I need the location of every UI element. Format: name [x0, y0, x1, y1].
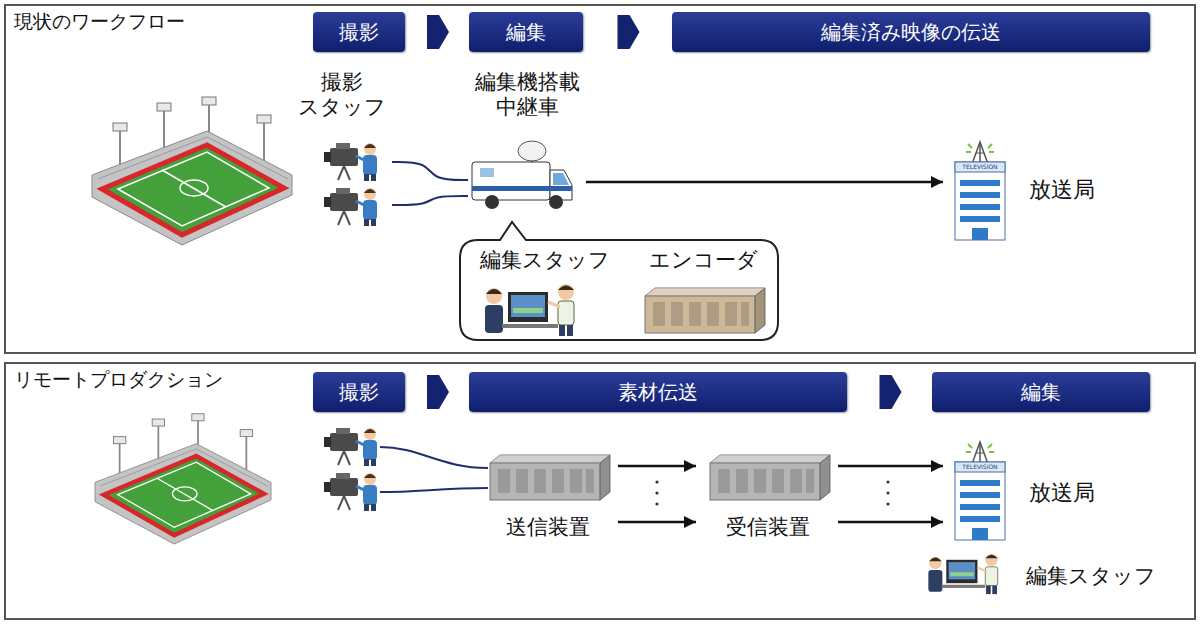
station-sign: TELEVISION	[955, 462, 1005, 472]
node-text: 送信装置	[506, 513, 590, 541]
receiver-icon	[710, 455, 830, 500]
video-cable	[380, 488, 488, 492]
sender-device: 送信装置	[478, 450, 618, 545]
camera-operator	[324, 143, 377, 181]
step-header: 撮影	[313, 12, 405, 52]
sender-icon	[490, 455, 610, 500]
ob-van	[472, 141, 572, 209]
step-header: 編集済み映像の伝送	[672, 12, 1150, 52]
encoder-icon	[645, 288, 765, 333]
transfer-arrow	[838, 521, 943, 524]
node-text: 編集済み映像の伝送	[821, 19, 1001, 46]
camera-cable	[392, 196, 468, 205]
node-text: 撮影	[339, 19, 379, 46]
node-text: 編集スタッフ	[480, 248, 610, 273]
receiver-device: 受信装置	[698, 450, 838, 545]
tv-station	[955, 442, 1005, 540]
node-text: エンコーダ	[649, 248, 758, 273]
camera-crew: 撮影 スタッフ	[292, 68, 392, 228]
node-text: リモートプロダクション	[14, 367, 223, 391]
editing-staff-icon	[485, 284, 574, 336]
workflow-panel: 現状のワークフロー 撮影 編集 編集済み映像の伝送撮影 スタッフ 編集機搭載 中継車編集…	[4, 4, 1196, 354]
step-header: 編集	[469, 12, 583, 52]
node-text: 現状のワークフロー	[14, 9, 185, 33]
node-text: 編集機搭載 中継車	[472, 70, 582, 120]
node-text: 編集	[506, 19, 546, 46]
workflow-panel: リモートプロダクション撮影 素材伝送 編集送信装置 受信装置 放送局	[4, 362, 1196, 620]
camera-operator	[324, 473, 377, 511]
camera-cable	[392, 162, 468, 180]
step-header: 編集	[932, 372, 1150, 412]
callout-bubble	[460, 222, 778, 340]
step-arrow	[618, 15, 640, 49]
node-text: 放送局	[1029, 478, 1095, 508]
editing-staff-icon	[928, 554, 997, 595]
step-arrow	[427, 375, 449, 409]
stadium-illustration	[92, 97, 292, 245]
transfer-arrow	[618, 465, 696, 468]
stadium-illustration	[95, 414, 271, 544]
node-text: 編集	[1021, 379, 1061, 406]
transfer-arrow	[838, 465, 943, 468]
broadcast-station: 放送局	[945, 140, 1110, 240]
video-cable	[380, 447, 488, 468]
step-header: 素材伝送	[469, 372, 847, 412]
camera-operator	[324, 428, 377, 466]
broadcast-station: 放送局	[945, 435, 1110, 550]
node-text: 受信装置	[726, 513, 810, 541]
station-sign: TELEVISION	[955, 162, 1005, 172]
continuation-dots	[655, 480, 889, 505]
step-arrow	[427, 15, 449, 49]
node-text: 撮影 スタッフ	[296, 70, 388, 120]
ob-van-node: 編集機搭載 中継車	[468, 68, 586, 213]
tv-station	[955, 142, 1005, 240]
node-text: 放送局	[1029, 175, 1095, 205]
transfer-arrow	[618, 521, 696, 524]
node-text: 撮影	[339, 379, 379, 406]
node-text: 素材伝送	[618, 379, 698, 406]
transfer-arrow	[586, 181, 943, 184]
step-header: 撮影	[313, 372, 405, 412]
callout-bubble-node: 編集スタッフ エンコーダ	[460, 240, 778, 340]
step-arrow	[880, 375, 902, 409]
staff-label: 編集スタッフ	[1026, 561, 1176, 591]
camera-operator	[324, 188, 377, 226]
